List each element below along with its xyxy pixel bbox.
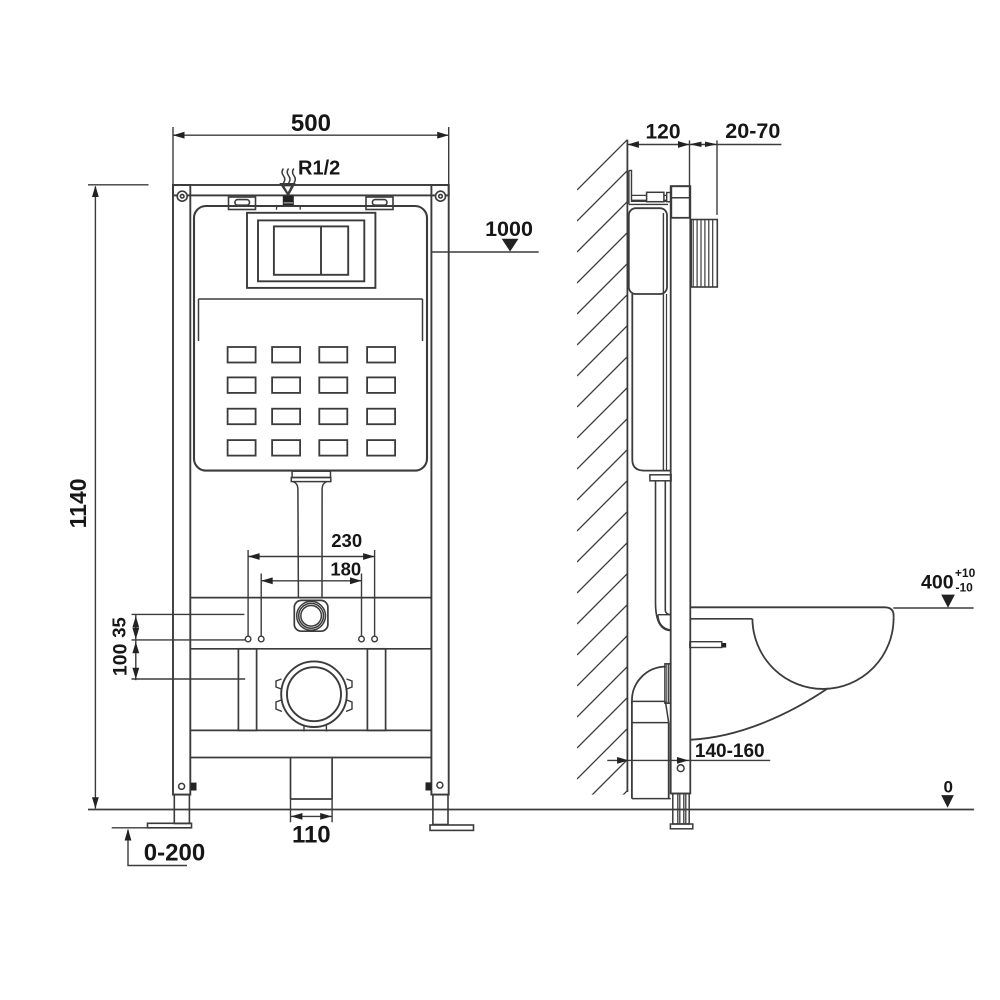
svg-text:+10: +10: [955, 566, 976, 580]
svg-text:230: 230: [331, 530, 362, 551]
svg-text:110: 110: [292, 821, 331, 848]
svg-text:1140: 1140: [65, 478, 91, 528]
svg-text:120: 120: [645, 120, 680, 143]
svg-text:20-70: 20-70: [725, 119, 780, 143]
svg-text:140-160: 140-160: [695, 741, 765, 762]
svg-text:100: 100: [110, 643, 132, 676]
svg-text:400: 400: [921, 572, 954, 594]
svg-text:500: 500: [291, 110, 331, 137]
svg-text:1000: 1000: [485, 217, 533, 241]
svg-text:R1/2: R1/2: [298, 158, 340, 180]
svg-text:-10: -10: [956, 581, 974, 595]
svg-text:0-200: 0-200: [144, 840, 205, 867]
svg-text:180: 180: [330, 558, 361, 579]
svg-text:0: 0: [943, 777, 952, 796]
svg-text:35: 35: [109, 617, 130, 638]
